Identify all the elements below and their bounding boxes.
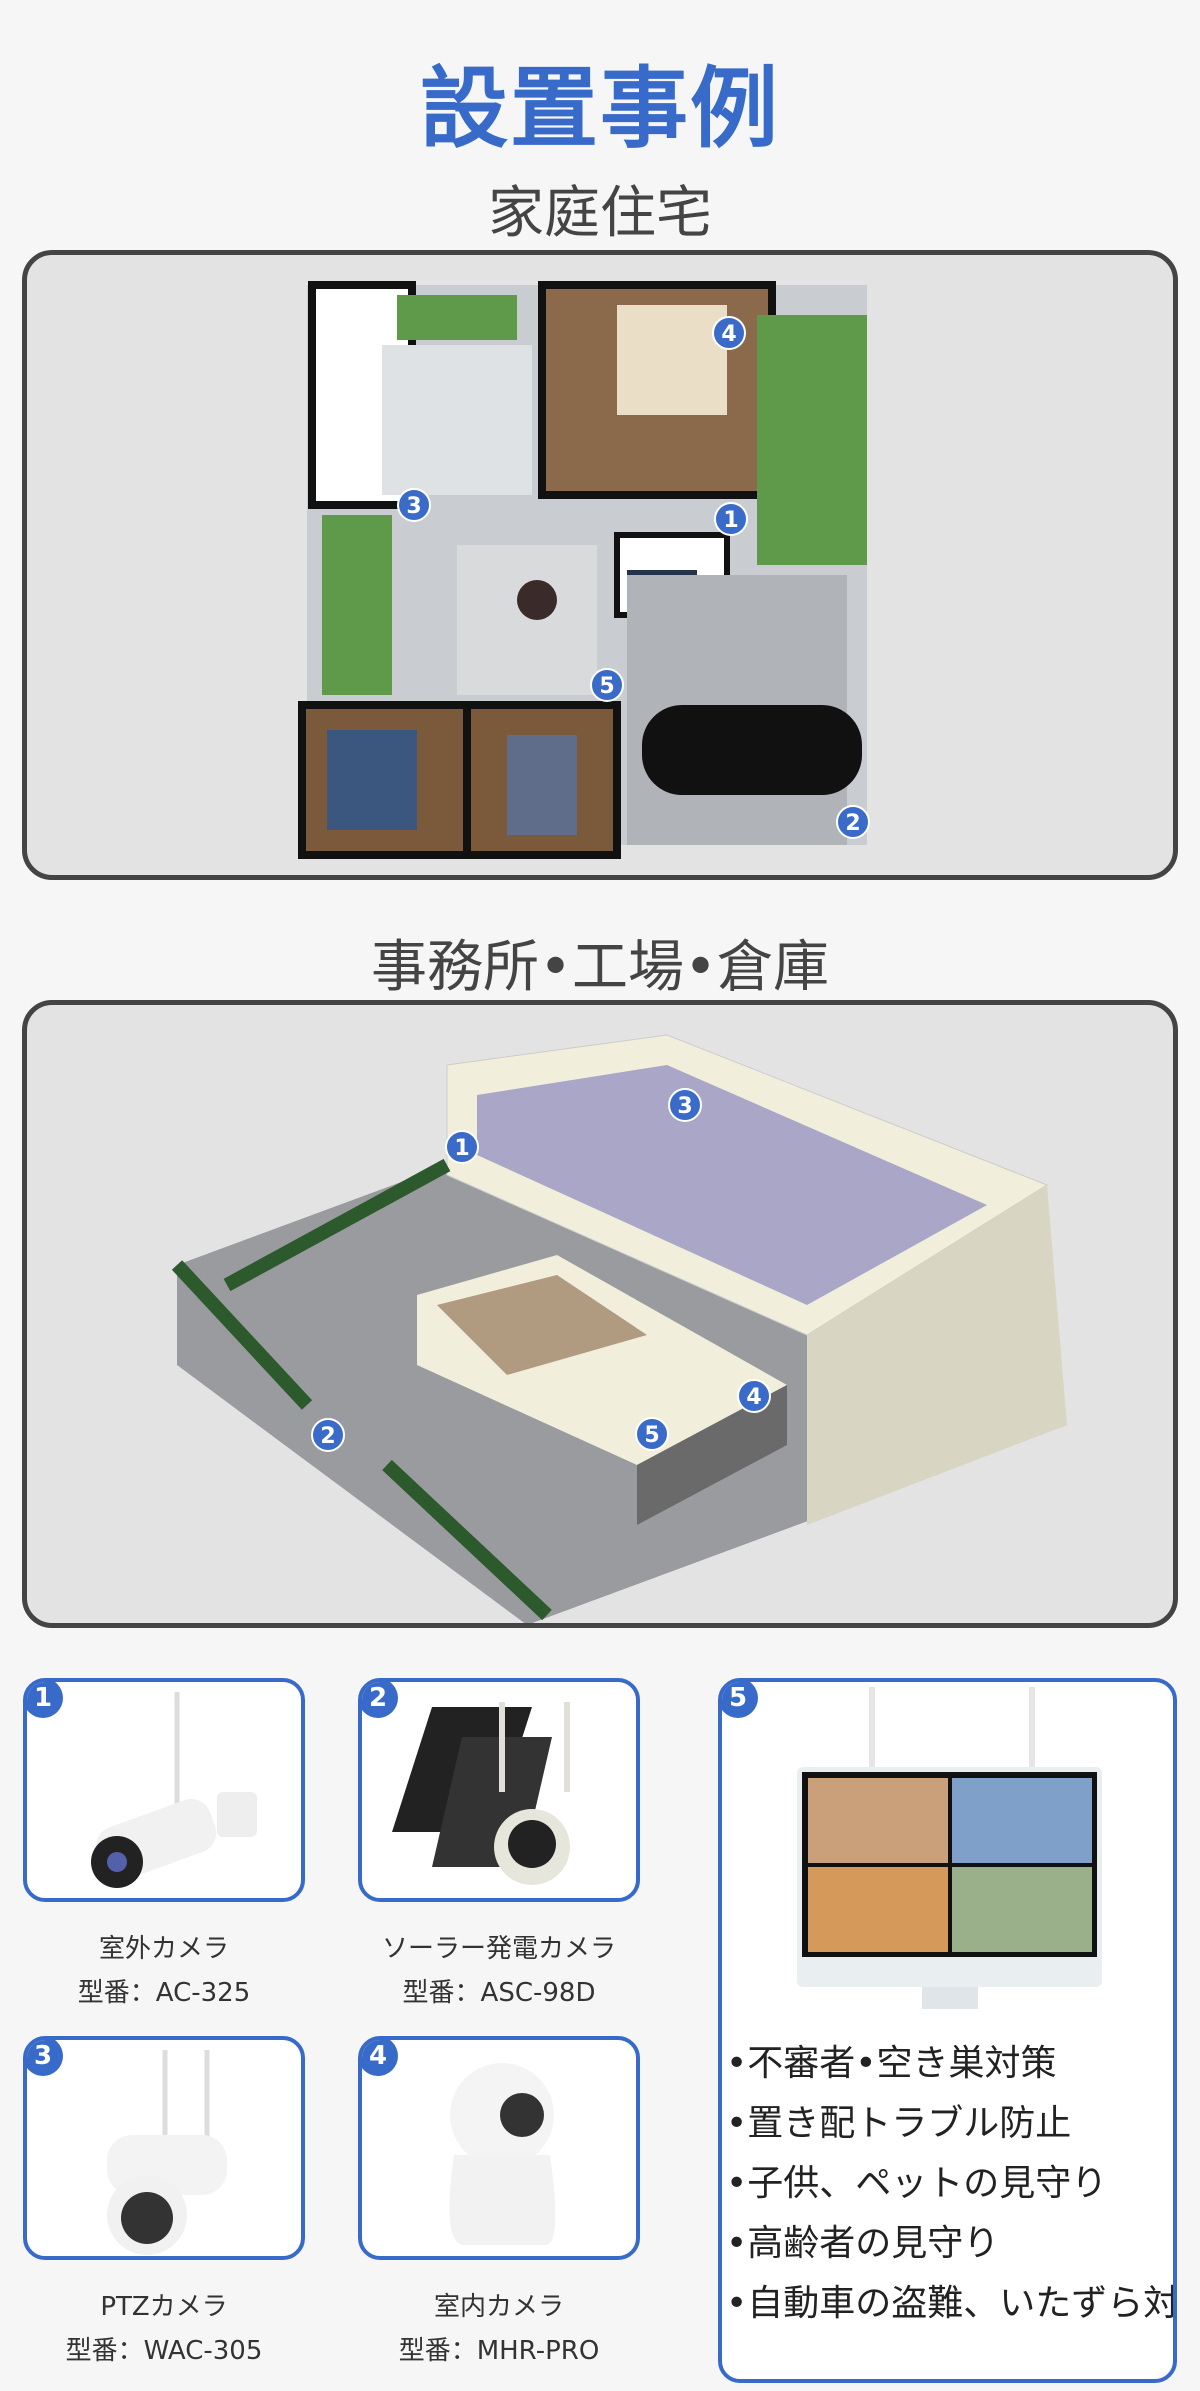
product-card-monitor: 5 •不審者•空き巣対策 •置き配トラブル防止 •子供、ペットの見守り •高齢者…	[718, 1678, 1177, 2383]
office-illustration: 1 2 3 4 5	[22, 1000, 1178, 1628]
marker-2: 2	[836, 805, 870, 839]
product-name: ソーラー発電カメラ	[381, 1934, 616, 1964]
marker-5: 5	[590, 668, 624, 702]
ptz-camera-image	[107, 2050, 227, 2255]
home-floorplan: 1 2 3 4 5	[22, 250, 1178, 880]
product-model: 型番：MHR-PRO	[398, 2336, 600, 2366]
feature-list: •不審者•空き巣対策 •置き配トラブル防止 •子供、ペットの見守り •高齢者の見…	[726, 2034, 1177, 2334]
bullet-camera-image	[91, 1692, 257, 1888]
feature-item: •自動車の盗難、いたずら対策	[726, 2283, 1177, 2324]
number-badge: 1	[27, 1682, 63, 1718]
section-title-home: 家庭住宅	[488, 181, 712, 246]
marker-2: 2	[311, 1418, 345, 1452]
marker-1: 1	[714, 502, 748, 536]
product-card-indoor-camera: 4	[358, 2036, 640, 2260]
number-badge: 5	[722, 1682, 758, 1718]
floorplan-illustration	[298, 281, 867, 859]
marker-3: 3	[668, 1088, 702, 1122]
number-badge: 3	[27, 2040, 63, 2076]
marker-1: 1	[445, 1130, 479, 1164]
feature-item: •置き配トラブル防止	[726, 2103, 1072, 2144]
number-badge: 4	[362, 2040, 398, 2076]
product-model: 型番：ASC-98D	[402, 1978, 596, 2008]
product-name: PTZカメラ	[100, 2292, 228, 2322]
solar-camera-image	[392, 1702, 570, 1885]
feature-item: •高齢者の見守り	[726, 2223, 1000, 2264]
product-card-outdoor-camera: 1	[23, 1678, 305, 1902]
number-badge: 2	[362, 1682, 398, 1718]
factory-illustration	[171, 1034, 1067, 1623]
product-card-solar-camera: 2	[358, 1678, 640, 1902]
product-model: 型番：WAC-305	[65, 2336, 263, 2366]
product-card-ptz-camera: 3	[23, 2036, 305, 2260]
marker-4: 4	[737, 1379, 771, 1413]
product-name: 室内カメラ	[433, 2292, 564, 2322]
product-model: 型番：AC-325	[77, 1978, 251, 2008]
page-title: 設置事例	[419, 57, 780, 160]
feature-item: •不審者•空き巣対策	[726, 2043, 1057, 2084]
indoor-camera-image	[449, 2063, 556, 2245]
section-title-office: 事務所•工場•倉庫	[370, 935, 830, 1000]
feature-item: •子供、ペットの見守り	[726, 2163, 1108, 2204]
marker-4: 4	[712, 316, 746, 350]
monitor-image	[797, 1687, 1102, 2009]
marker-5: 5	[635, 1417, 669, 1451]
product-name: 室外カメラ	[98, 1934, 229, 1964]
marker-3: 3	[397, 488, 431, 522]
